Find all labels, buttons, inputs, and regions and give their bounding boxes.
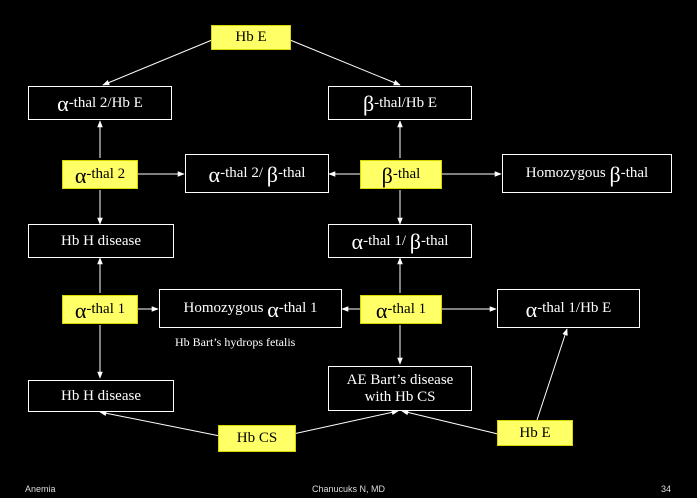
node-ae-barts-disease: AE Bart’s disease with Hb CS — [328, 366, 472, 411]
node-hbcs: Hb CS — [218, 425, 296, 452]
node-athal1-hbe: α-thal 1/Hb E — [497, 289, 640, 328]
alpha-symbol: α — [351, 229, 364, 254]
edge-hbe-bthalhbe — [289, 39, 401, 86]
alpha-symbol: α — [208, 161, 221, 187]
node-bthal-hbe: β-thal/Hb E — [328, 86, 472, 120]
alpha-symbol: α — [525, 296, 538, 322]
beta-symbol: β — [362, 91, 375, 116]
node-athal2-bthal: α-thal 2/ β-thal — [185, 154, 329, 193]
alpha-symbol: α — [74, 297, 87, 323]
alpha-symbol: α — [74, 162, 87, 188]
footer-left: Anemia — [25, 484, 56, 494]
node-hbh-disease-2: Hb H disease — [28, 380, 174, 412]
node-hbe-bottom: Hb E — [497, 420, 573, 446]
node-athal1-left: α-thal 1 — [62, 295, 138, 324]
node-homozygous-athal1: Homozygous α-thal 1 — [159, 289, 342, 328]
note-hydrops-fetalis: Hb Bart’s hydrops fetalis — [175, 335, 296, 349]
node-athal1-bthal: α-thal 1/ β-thal — [328, 224, 472, 258]
footer-page-number: 34 — [660, 484, 671, 494]
edge-hbe-bottom-left — [401, 409, 499, 435]
alpha-symbol: α — [57, 91, 69, 116]
footer-center: Chanucuks N, MD — [312, 484, 386, 494]
node-hbe-top: Hb E — [211, 25, 291, 50]
node-athal1-mid: α-thal 1 — [360, 295, 442, 324]
edge-hbcs-left — [99, 410, 221, 437]
edge-hbe-bottom-up — [536, 328, 568, 421]
beta-symbol: β — [381, 162, 393, 188]
node-athal2-left: α-thal 2 — [62, 160, 138, 189]
node-homozygous-bthal: Homozygous β-thal — [502, 154, 672, 193]
edge-hbe-athal2hbe — [102, 39, 213, 86]
node-bthal-mid: β-thal — [360, 160, 442, 189]
beta-symbol: β — [266, 161, 278, 187]
alpha-symbol: α — [267, 296, 279, 322]
beta-symbol: β — [409, 229, 421, 254]
node-athal2-hbe: α-thal 2/Hb E — [28, 86, 172, 120]
alpha-symbol: α — [375, 297, 388, 323]
edge-hbcs-right — [283, 409, 399, 437]
node-hbh-disease-1: Hb H disease — [28, 224, 174, 258]
beta-symbol: β — [609, 161, 621, 187]
